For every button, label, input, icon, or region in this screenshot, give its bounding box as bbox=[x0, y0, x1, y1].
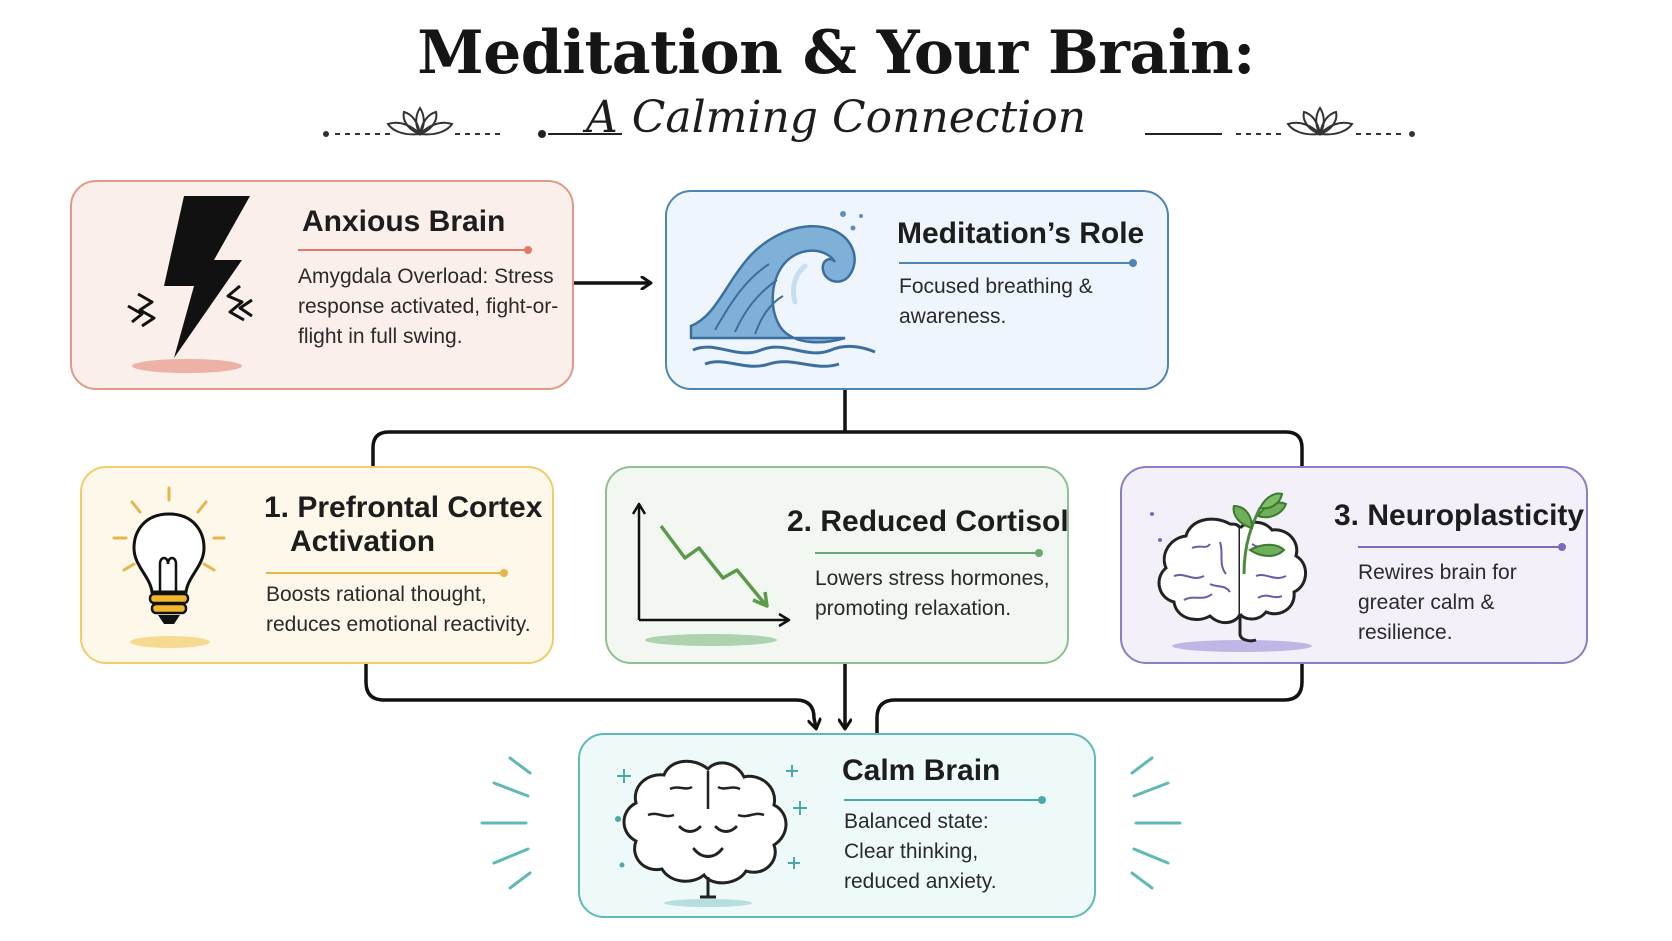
card-description: Balanced state: Clear thinking, reduced … bbox=[844, 810, 997, 893]
smiling-brain-icon bbox=[615, 759, 807, 907]
card-title: 3. Neuroplasticity bbox=[1334, 499, 1585, 532]
right-divider bbox=[1145, 106, 1415, 137]
lightning-bolt-icon bbox=[127, 196, 253, 373]
card-divider bbox=[899, 259, 1137, 267]
left-divider bbox=[323, 106, 622, 138]
branch-connector bbox=[371, 388, 1304, 468]
card-divider bbox=[266, 569, 508, 577]
lotus-icon-left bbox=[386, 106, 454, 136]
brain-sprout-icon bbox=[1150, 492, 1312, 652]
calm-radiance-left bbox=[480, 756, 532, 890]
page-title: Meditation & Your Brain: bbox=[417, 18, 1255, 88]
calm-radiance-right bbox=[1130, 756, 1182, 890]
anxious-brain-card: Anxious Brain Amygdala Overload: Stress … bbox=[70, 180, 574, 390]
lightbulb-icon bbox=[112, 486, 226, 648]
connectors bbox=[364, 283, 1304, 735]
page-subtitle: A Calming Connection bbox=[585, 92, 1087, 143]
card-description: Boosts rational thought, reduces emotion… bbox=[266, 583, 531, 636]
card-divider bbox=[298, 246, 532, 254]
card-title: 2. Reduced Cortisol bbox=[787, 505, 1069, 538]
merge-connector-right bbox=[875, 662, 1304, 735]
card-description: Rewires brain for greater calm & resilie… bbox=[1358, 561, 1517, 644]
calm-brain-card: Calm Brain Balanced state: Clear thinkin… bbox=[578, 733, 1096, 918]
reduced-cortisol-card: 2. Reduced Cortisol Lowers stress hormon… bbox=[605, 466, 1069, 664]
card-title-line1: 1. Prefrontal Cortex bbox=[264, 491, 543, 524]
lotus-icon-right bbox=[1286, 106, 1354, 136]
card-divider bbox=[815, 549, 1043, 557]
card-divider bbox=[1358, 543, 1566, 551]
card-description: Lowers stress hormones, promoting relaxa… bbox=[815, 567, 1050, 620]
prefrontal-cortex-card: 1. Prefrontal Cortex Activation Boosts r… bbox=[80, 466, 554, 664]
card-title: Meditation’s Role bbox=[897, 217, 1145, 250]
card-title-line2: Activation bbox=[290, 525, 436, 558]
neuroplasticity-card: 3. Neuroplasticity Rewires brain for gre… bbox=[1120, 466, 1588, 664]
card-title: Anxious Brain bbox=[302, 205, 506, 238]
declining-chart-icon bbox=[631, 502, 791, 646]
card-description: Focused breathing & awareness. bbox=[899, 275, 1093, 328]
card-description: Amygdala Overload: Stress response activ… bbox=[298, 265, 559, 348]
wave-icon bbox=[689, 211, 876, 368]
meditation-role-card: Meditation’s Role Focused breathing & aw… bbox=[665, 190, 1169, 390]
card-title: Calm Brain bbox=[842, 754, 1001, 787]
merge-connector-left bbox=[364, 662, 816, 728]
card-divider bbox=[844, 796, 1046, 804]
